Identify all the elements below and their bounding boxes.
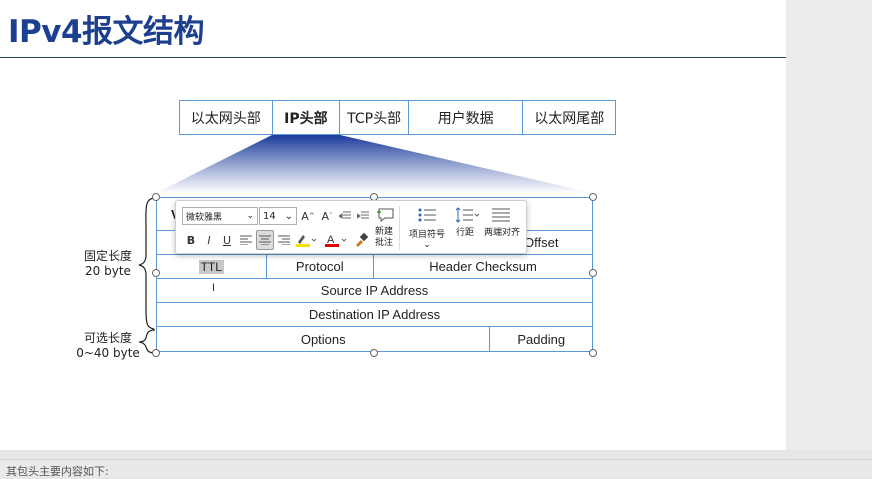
fixed-length-label: 固定长度 20 byte (80, 249, 136, 279)
header-row-3: TTL Protocol Header Checksum (156, 254, 593, 279)
ttl-text-selected[interactable]: TTL (198, 259, 224, 274)
new-comment-label[interactable]: 新建 批注 (371, 227, 397, 249)
bold-icon[interactable]: B (186, 233, 196, 247)
line-spacing-label[interactable]: 行距 (455, 228, 474, 238)
bullets-label[interactable]: 项目符号 (408, 230, 445, 240)
bullets-icon[interactable] (416, 206, 438, 224)
protocol-cell: Protocol (267, 255, 375, 278)
underline-icon[interactable]: U (222, 233, 232, 247)
optional-length-size: 0~40 byte (76, 346, 140, 360)
new-comment-line2: 批注 (374, 238, 393, 248)
frame-cell-user-data: 用户数据 (409, 101, 524, 134)
resize-handle-tl[interactable] (152, 193, 160, 201)
offset-cell: Offset (524, 235, 559, 250)
line-spacing-icon[interactable] (454, 206, 482, 224)
align-center-icon[interactable] (256, 230, 274, 250)
checksum-cell: Header Checksum (429, 259, 537, 274)
increase-indent-icon[interactable] (355, 207, 371, 225)
fixed-length-title: 固定长度 (83, 249, 132, 263)
justify-label[interactable]: 两端对齐 (483, 228, 520, 238)
frame-cell-eth-trailer: 以太网尾部 (534, 110, 605, 127)
resize-handle-tr[interactable] (589, 193, 597, 201)
slide-title[interactable]: IPv4报文结构 (8, 14, 205, 50)
resize-handle-bl[interactable] (152, 349, 160, 357)
align-right-icon[interactable] (276, 232, 292, 248)
resize-handle-br[interactable] (589, 349, 597, 357)
toolbar-separator (399, 206, 400, 250)
header-row-4: Source IP Address (156, 278, 593, 303)
highlight-color-icon[interactable] (295, 232, 319, 248)
dest-ip-cell: Destination IP Address (308, 307, 441, 322)
grow-font-icon[interactable]: A^ (301, 209, 315, 223)
justify-icon[interactable] (490, 206, 512, 224)
optional-length-label: 可选长度 0~40 byte (76, 331, 140, 361)
source-ip-cell: Source IP Address (320, 283, 429, 298)
svg-text:A: A (327, 234, 335, 246)
new-comment-line1: 新建 (374, 227, 393, 237)
frame-cell-eth-header: 以太网头部 (180, 101, 273, 134)
title-divider (0, 57, 786, 58)
zoom-callout-shape (156, 135, 593, 193)
text-cursor-icon: I (212, 282, 216, 294)
chevron-down-icon: ⌄ (246, 211, 254, 221)
frame-cell-ip-header: IP头部 (273, 101, 341, 134)
notes-text[interactable]: 其包头主要内容如下: (6, 465, 109, 478)
header-row-5: Destination IP Address (156, 302, 593, 327)
resize-handle-bc[interactable] (370, 349, 378, 357)
new-comment-icon[interactable] (374, 204, 396, 226)
resize-handle-mr[interactable] (589, 269, 597, 277)
fixed-length-size: 20 byte (85, 264, 131, 278)
align-left-icon[interactable] (238, 232, 254, 248)
font-name-value: 微软雅黑 (186, 212, 223, 223)
font-name-select[interactable]: 微软雅黑 ⌄ (182, 207, 258, 225)
slide-canvas[interactable]: IPv4报文结构 以太网头部 IP头部 TCP头部 用户数据 以太网尾部 固定长… (0, 0, 786, 450)
italic-icon[interactable]: I (207, 233, 211, 247)
font-size-value: 14 (263, 210, 276, 222)
ttl-cell[interactable]: TTL (157, 255, 267, 278)
optional-length-title: 可选长度 (83, 331, 132, 345)
chevron-down-icon[interactable]: ⌄ (423, 240, 431, 250)
workspace-gutter (786, 0, 872, 450)
padding-cell: Padding (517, 331, 566, 347)
ip-header-table[interactable]: V Offset TTL Protocol Header Checksum So… (156, 197, 593, 353)
decrease-indent-icon[interactable] (337, 207, 353, 225)
frame-structure-row[interactable]: 以太网头部 IP头部 TCP头部 用户数据 以太网尾部 (179, 100, 616, 135)
resize-handle-ml[interactable] (152, 269, 160, 277)
frame-cell-tcp-header: TCP头部 (340, 101, 409, 134)
font-color-icon[interactable]: A (324, 232, 350, 248)
chevron-down-icon: ⌄ (284, 210, 293, 222)
format-painter-icon[interactable] (353, 232, 369, 248)
notes-pane[interactable]: 其包头主要内容如下: (0, 459, 872, 478)
font-size-select[interactable]: 14 ⌄ (259, 207, 297, 225)
options-cell: Options (157, 327, 491, 351)
brace-marks (138, 197, 156, 354)
